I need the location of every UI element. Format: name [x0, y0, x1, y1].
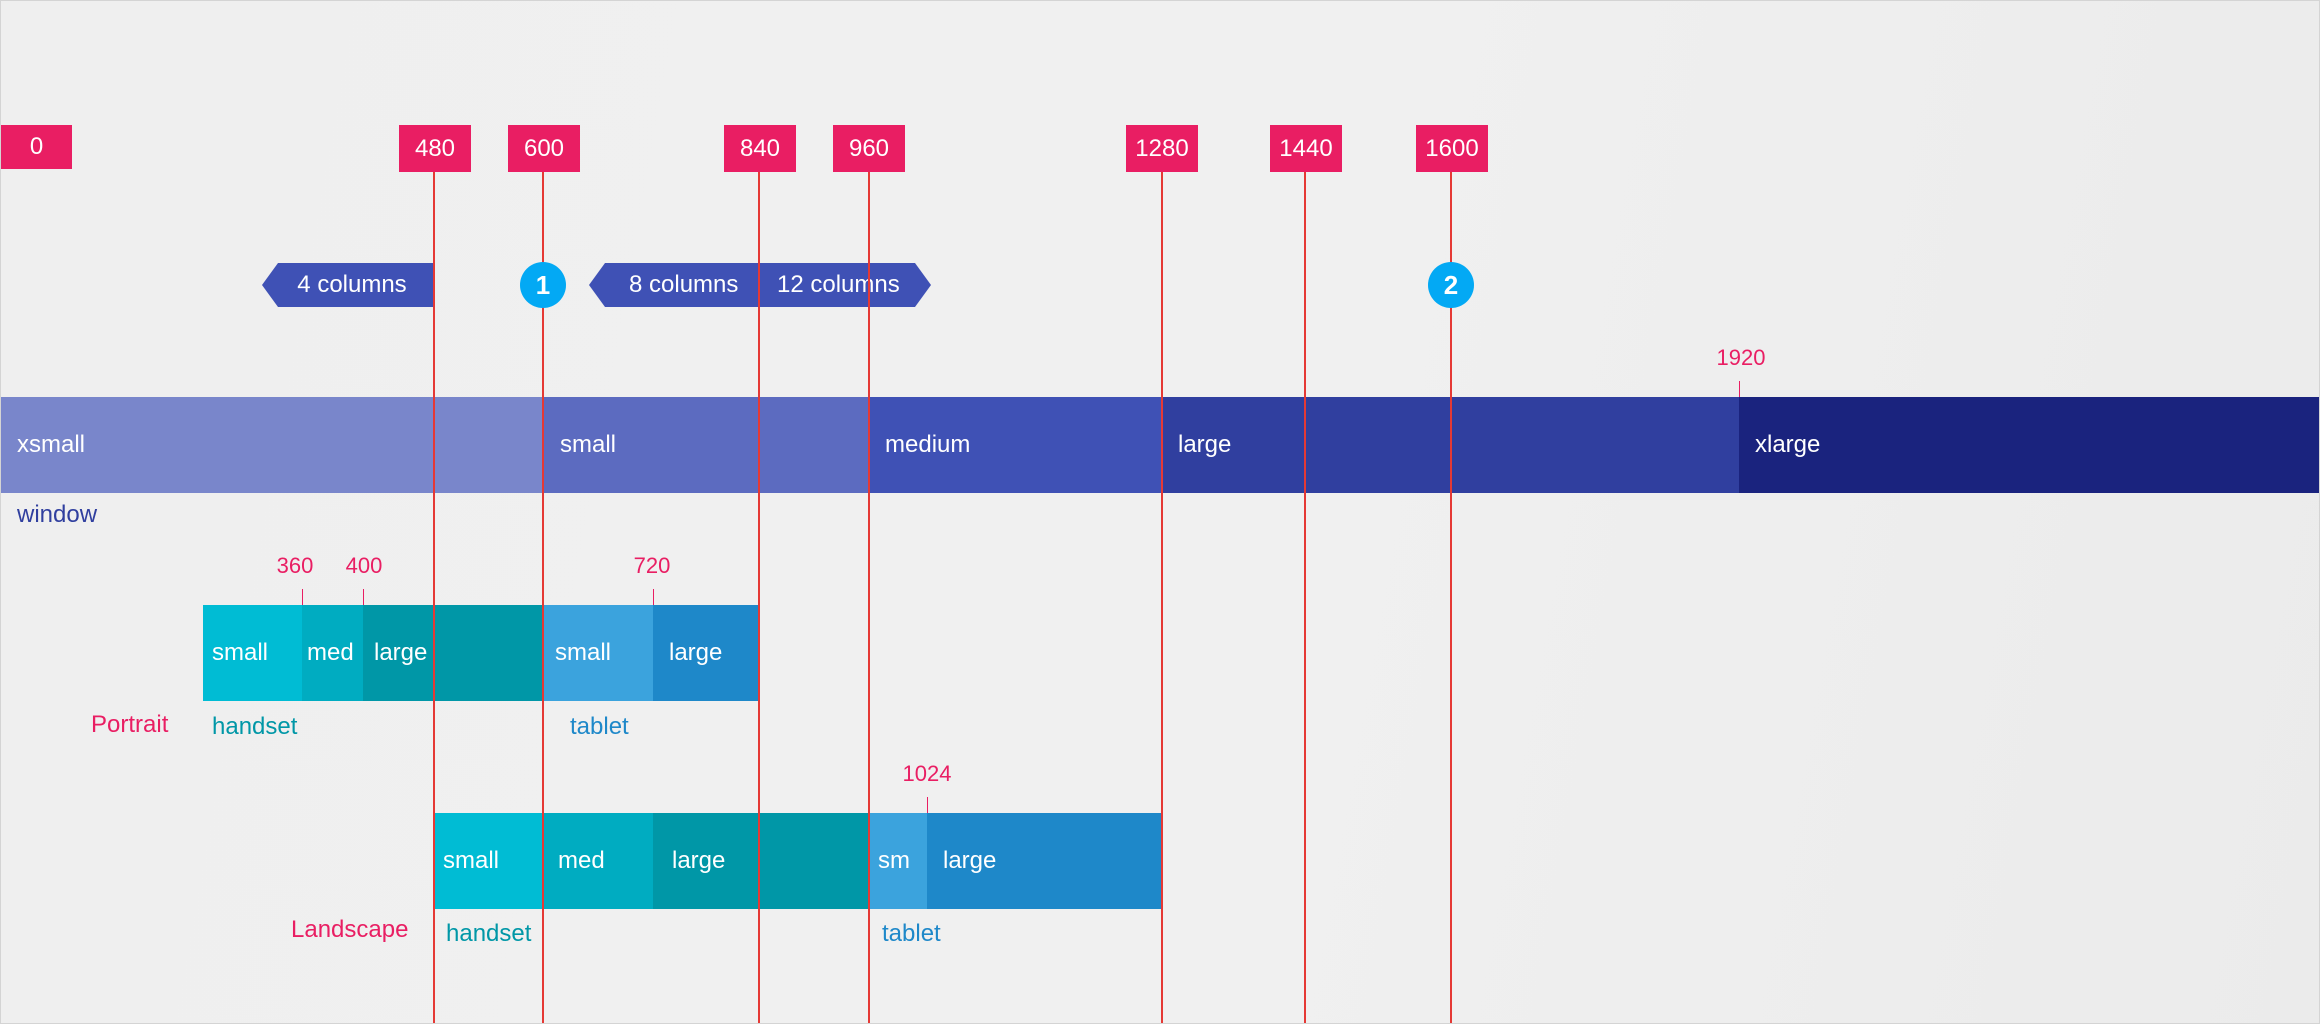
portrait-handset-large: large	[363, 605, 543, 701]
breakpoint-label-600: 600	[508, 125, 580, 172]
portrait-tablet-caption: tablet	[570, 713, 629, 740]
window-segment-xlarge: xlarge	[1739, 397, 2319, 493]
breakpoint-label-0: 0	[1, 125, 72, 169]
marker-1: 1	[520, 262, 566, 308]
guide-line-960	[868, 172, 870, 1023]
landscape-tick-label-1024: 1024	[902, 761, 952, 786]
breakpoint-label-480: 480	[399, 125, 471, 172]
guide-line-600	[542, 172, 544, 1023]
portrait-tick-mark-360	[302, 589, 303, 605]
portrait-tablet-small: small	[543, 605, 653, 701]
portrait-caption: Portrait	[91, 711, 169, 738]
landscape-tick-mark-1024	[927, 797, 928, 813]
window-tick-mark-1920	[1739, 381, 1740, 397]
window-segment-xsmall: xsmall	[1, 397, 544, 493]
portrait-tick-label-720: 720	[633, 553, 671, 578]
landscape-handset-caption: handset	[446, 920, 532, 947]
column-tag-8-12: 8 columns 12 columns	[589, 263, 931, 307]
landscape-tablet-sm: sm	[869, 813, 927, 909]
portrait-handset-small: small	[203, 605, 302, 701]
portrait-tick-label-360: 360	[276, 553, 314, 578]
guide-line-840	[758, 172, 760, 1023]
guide-line-480	[433, 172, 435, 1023]
portrait-tick-mark-720	[653, 589, 654, 605]
portrait-handset-caption: handset	[212, 713, 298, 740]
column-tag-8-label: 8 columns	[629, 271, 739, 298]
window-caption: window	[17, 501, 98, 528]
landscape-caption: Landscape	[291, 916, 409, 943]
breakpoint-label-840: 840	[724, 125, 796, 172]
breakpoint-label-1600: 1600	[1416, 125, 1488, 172]
breakpoint-label-1280: 1280	[1126, 125, 1198, 172]
landscape-handset-small: small	[434, 813, 544, 909]
guide-line-1600	[1450, 172, 1452, 1023]
landscape-tablet-large: large	[927, 813, 1162, 909]
portrait-tick-mark-400	[363, 589, 364, 605]
marker-2: 2	[1428, 262, 1474, 308]
guide-line-1440	[1304, 172, 1306, 1023]
portrait-handset-med: med	[302, 605, 363, 701]
guide-line-1280	[1161, 172, 1163, 1023]
portrait-tick-label-400: 400	[345, 553, 383, 578]
portrait-tablet-large: large	[653, 605, 759, 701]
window-tick-label-1920: 1920	[1716, 345, 1766, 370]
landscape-tablet-caption: tablet	[882, 920, 941, 947]
column-tag-12-label: 12 columns	[777, 271, 900, 298]
window-segment-medium: medium	[869, 397, 1162, 493]
column-tag-4: 4 columns	[262, 263, 434, 307]
window-segment-small: small	[544, 397, 869, 493]
breakpoint-label-960: 960	[833, 125, 905, 172]
landscape-handset-med: med	[544, 813, 653, 909]
breakpoint-label-1440: 1440	[1270, 125, 1342, 172]
landscape-handset-large: large	[653, 813, 869, 909]
